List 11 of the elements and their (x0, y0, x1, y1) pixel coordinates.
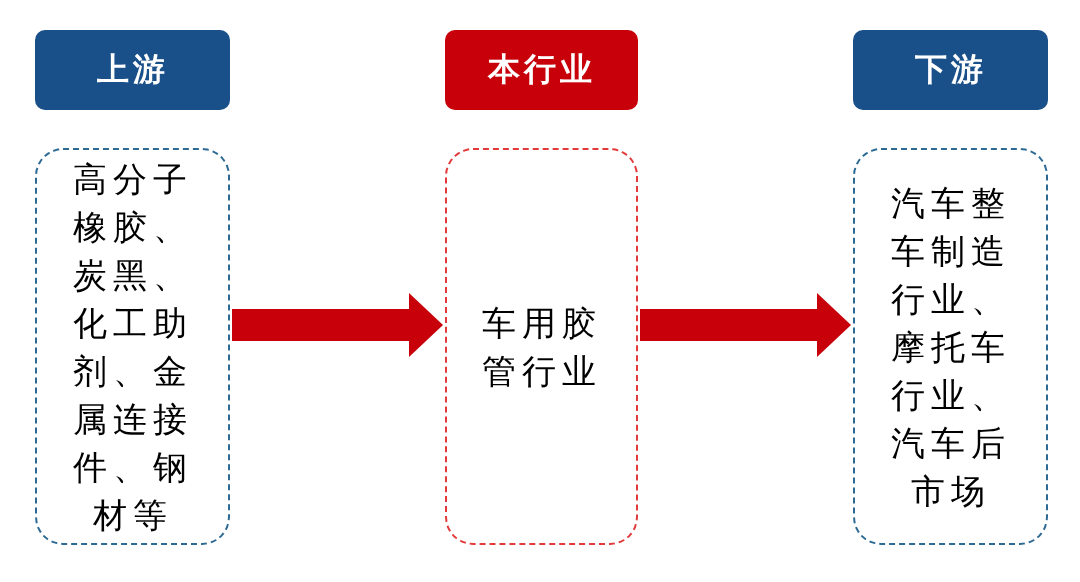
arrow (232, 293, 443, 357)
box-text: 汽车整车制造行业、摩托车行业、汽车后市场 (889, 181, 1012, 513)
box-text: 高分子橡胶、炭黑、化工助剂、金属连接件、钢材等 (71, 157, 194, 537)
dashed-box (445, 148, 638, 545)
dashed-box (853, 148, 1048, 545)
dashed-box (35, 148, 230, 545)
header-box: 本行业 (445, 30, 638, 110)
header-box: 下游 (853, 30, 1048, 110)
header-box: 上游 (35, 30, 230, 110)
arrow (640, 293, 851, 357)
box-text: 车用胶管行业 (480, 301, 603, 393)
